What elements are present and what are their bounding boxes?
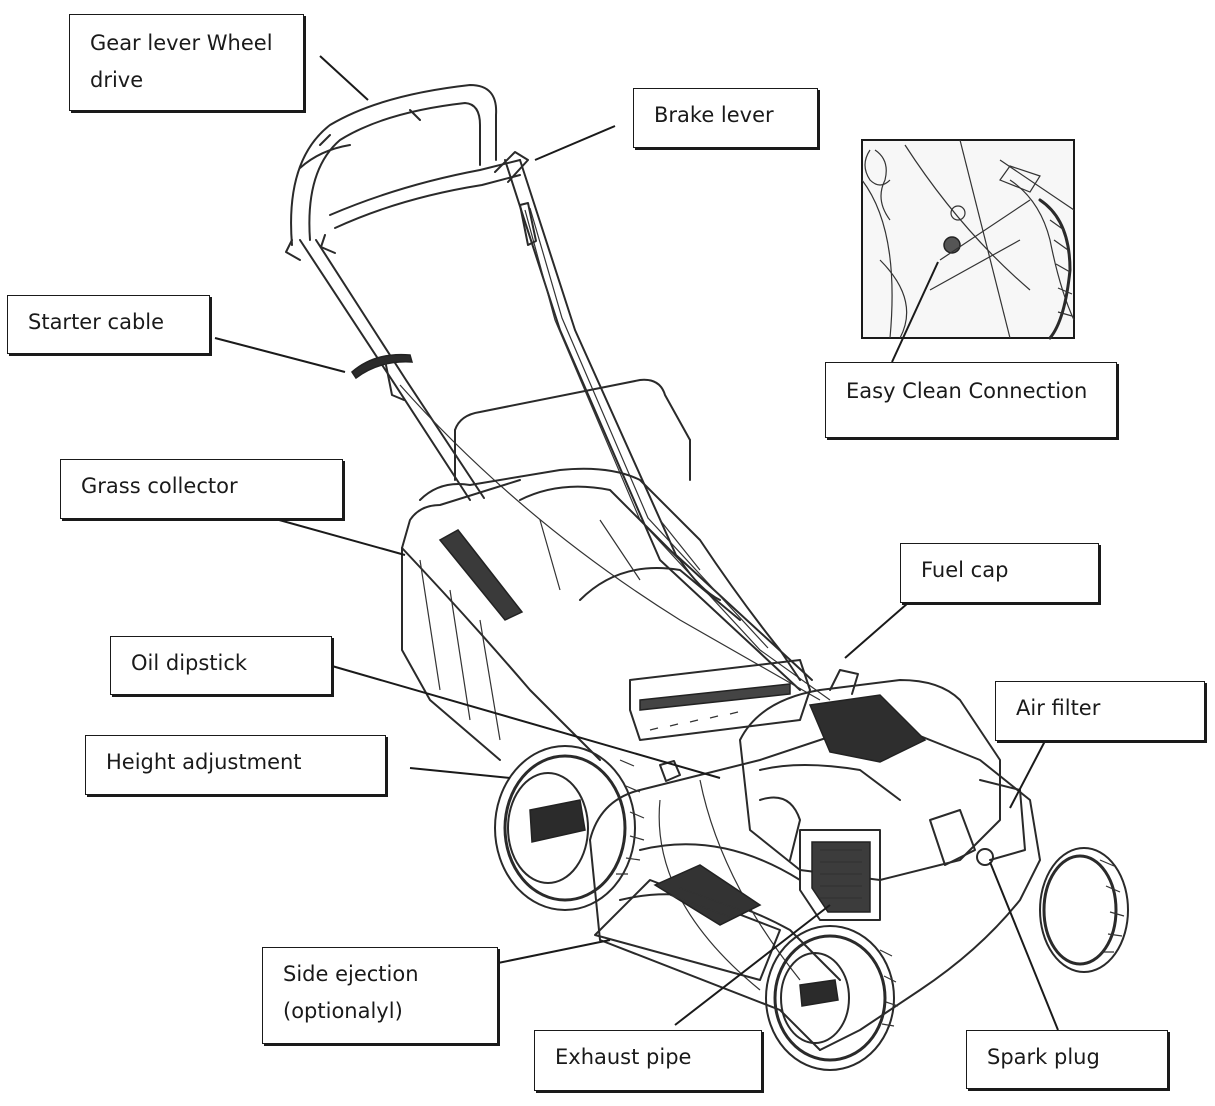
gear-lever-label: Gear lever Wheel drive	[69, 14, 304, 111]
spark-plug-label: Spark plug	[966, 1030, 1168, 1089]
engine	[659, 669, 1026, 921]
side-ejection-label: Side ejection (optionalyl)	[262, 947, 498, 1044]
handle	[285, 84, 831, 701]
front-wheel-left	[765, 925, 899, 1071]
brake-lever-label: Brake lever	[633, 88, 818, 148]
oil-dipstick-label: Oil dipstick	[110, 636, 332, 695]
height-adjustment-label: Height adjustment	[85, 735, 386, 795]
leader-lines	[214, 55, 1059, 1031]
rear-wheel	[494, 745, 645, 911]
grass-collector	[401, 378, 811, 761]
mower-deck	[589, 719, 1041, 1051]
front-wheel-right	[1039, 847, 1129, 973]
easy-clean-connection-label: Easy Clean Connection	[825, 362, 1117, 438]
air-filter-label: Air filter	[995, 681, 1205, 741]
easy-clean-inset	[861, 139, 1075, 340]
exhaust-pipe-label: Exhaust pipe	[534, 1030, 762, 1091]
starter-cable-label: Starter cable	[7, 295, 210, 354]
fuel-cap-label: Fuel cap	[900, 543, 1099, 603]
grass-collector-label: Grass collector	[60, 459, 343, 519]
